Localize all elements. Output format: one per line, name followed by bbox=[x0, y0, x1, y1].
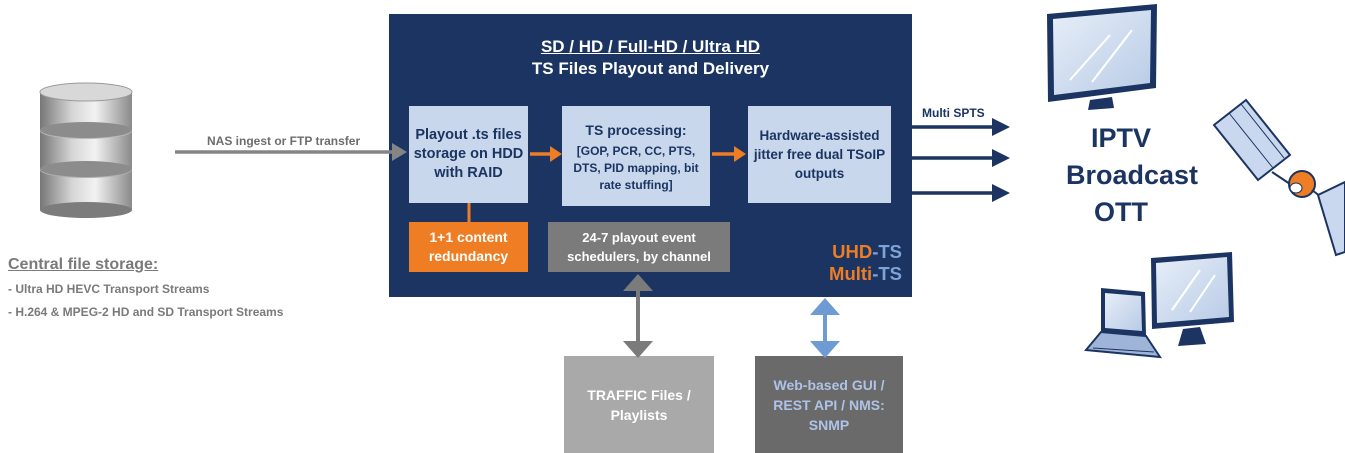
output-arrow-icon bbox=[912, 184, 1010, 202]
product-badge: UHD-TS Multi-TS bbox=[790, 241, 902, 285]
badge-uhd-ts: UHD-TS bbox=[832, 241, 902, 262]
laptop-icon bbox=[1084, 288, 1162, 359]
main-title-line1: SD / HD / Full-HD / Ultra HD bbox=[540, 37, 761, 56]
output-iptv: IPTV bbox=[1090, 123, 1151, 153]
storage-item: - Ultra HD HEVC Transport Streams bbox=[8, 282, 210, 296]
orange-arrow-icon bbox=[530, 146, 562, 162]
playout-storage-block: Playout .ts files storage on HDD with RA… bbox=[409, 106, 528, 203]
blue-bidirectional-arrow-icon bbox=[810, 298, 840, 358]
nas-transfer-label: NAS ingest or FTP transfer bbox=[207, 134, 361, 148]
database-icon bbox=[39, 82, 133, 218]
output-arrow-icon bbox=[912, 118, 1010, 136]
main-title-line2: TS Files Playout and Delivery bbox=[531, 59, 770, 78]
redundancy-block: 1+1 content redundancy bbox=[409, 222, 528, 272]
orange-arrow-icon bbox=[712, 146, 746, 162]
nas-arrow-icon bbox=[175, 143, 407, 161]
scheduler-block: 24-7 playout event schedulers, by channe… bbox=[548, 222, 730, 272]
output-arrow-icon bbox=[912, 149, 1010, 167]
ts-processing-details: [GOP, PCR, CC, PTS, DTS, PID mapping, bi… bbox=[573, 143, 699, 192]
hardware-output-block: Hardware-assisted jitter free dual TSoIP… bbox=[748, 106, 891, 203]
monitor-icon bbox=[1151, 252, 1234, 346]
storage-title: Central file storage: bbox=[8, 256, 159, 273]
badge-multi-ts: Multi-TS bbox=[829, 263, 902, 284]
main-title: SD / HD / Full-HD / Ultra HD TS Files Pl… bbox=[389, 36, 912, 80]
satellite-icon bbox=[1212, 98, 1345, 257]
ts-processing-heading: TS processing: bbox=[585, 121, 687, 138]
multi-spts-label: Multi SPTS bbox=[922, 106, 985, 120]
storage-item: - H.264 & MPEG-2 HD and SD Transport Str… bbox=[8, 305, 284, 319]
tv-icon bbox=[1047, 4, 1157, 110]
output-ott: OTT bbox=[1094, 197, 1148, 227]
traffic-block: TRAFFIC Files / Playlists bbox=[564, 356, 714, 453]
gui-block: Web-based GUI / REST API / NMS: SNMP bbox=[755, 356, 903, 453]
gray-bidirectional-arrow-icon bbox=[623, 274, 653, 358]
ts-processing-block: TS processing: [GOP, PCR, CC, PTS, DTS, … bbox=[562, 106, 710, 206]
